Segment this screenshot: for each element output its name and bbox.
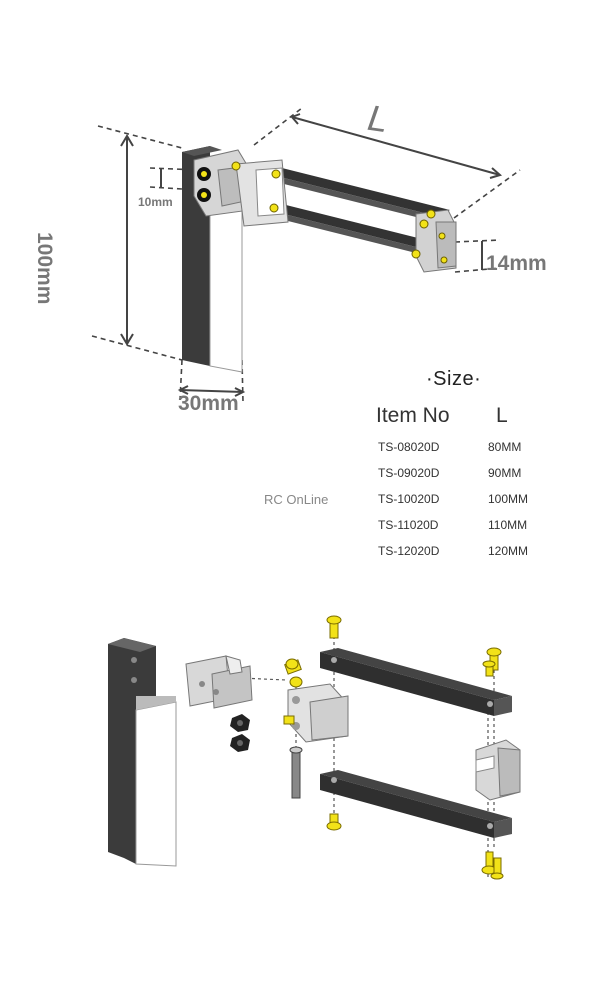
table-row: TS-11020D 110MM	[378, 518, 548, 544]
exploded-view	[108, 615, 521, 880]
hinge-pin	[289, 746, 303, 799]
bolt-spacing-dimension-label: 10mm	[138, 195, 173, 209]
item-number: TS-09020D	[378, 466, 440, 480]
size-table: TS-08020D 80MM TS-09020D 90MM TS-10020D …	[378, 440, 548, 570]
dimension-arrows	[120, 113, 503, 397]
nut-icon	[197, 167, 211, 202]
upper-arm	[252, 164, 450, 216]
nut-icon	[230, 714, 250, 752]
height-dimension-label: 100mm	[33, 232, 56, 305]
item-length: 110MM	[488, 518, 528, 532]
size-table-title: ·Size·	[426, 368, 482, 390]
assembled-rudder-view	[91, 107, 521, 403]
item-number: TS-08020D	[378, 440, 440, 454]
item-length: 80MM	[488, 440, 522, 454]
size-table-header-length: L	[496, 404, 508, 427]
rudder-blade-face	[209, 207, 243, 373]
table-row: TS-08020D 80MM	[378, 440, 548, 466]
clevis-block	[287, 683, 349, 743]
rudder-bracket	[185, 655, 253, 709]
screw-head-icon	[231, 161, 448, 264]
upper-arm	[320, 648, 512, 716]
arm-gap-dimension-label: 14mm	[486, 252, 547, 275]
item-number: TS-10020D	[378, 492, 440, 506]
item-length: 120MM	[488, 544, 529, 558]
item-number: TS-11020D	[378, 518, 439, 532]
screw-icon	[283, 615, 504, 880]
table-row: TS-12020D 120MM	[378, 544, 548, 570]
lower-arm	[252, 200, 450, 252]
end-block	[475, 739, 521, 801]
item-length: 100MM	[488, 492, 529, 506]
size-table-header-item: Item No	[376, 404, 450, 427]
table-row: TS-10020D 100MM	[378, 492, 548, 518]
table-row: TS-09020D 90MM	[378, 466, 548, 492]
width-dimension-label: 30mm	[178, 392, 239, 415]
item-number: TS-12020D	[378, 544, 440, 558]
item-length: 90MM	[488, 466, 522, 480]
watermark: RC OnLine	[264, 492, 329, 507]
lower-arm	[320, 770, 512, 838]
rudder-blade	[108, 638, 124, 858]
